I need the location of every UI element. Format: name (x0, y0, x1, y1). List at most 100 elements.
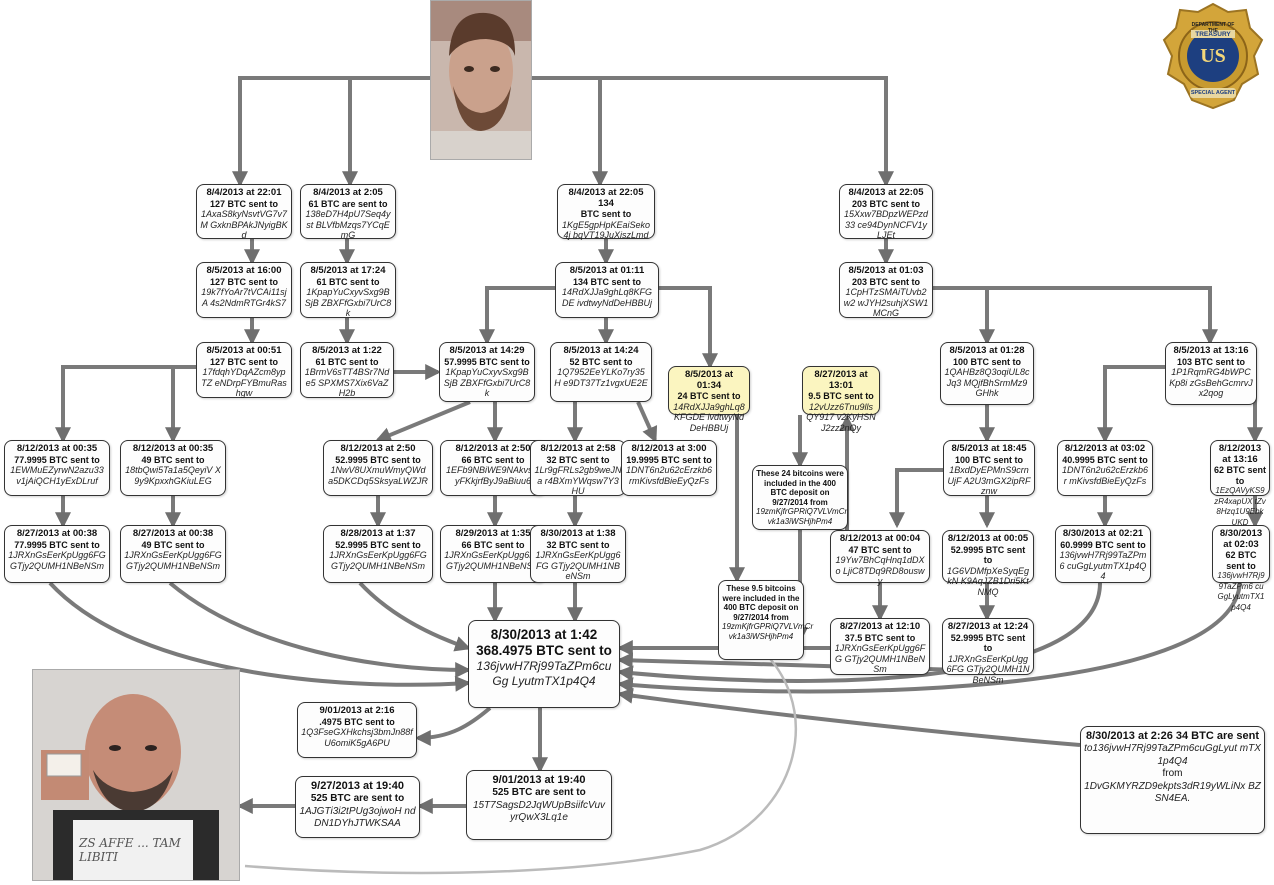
node-timestamp: 8/5/2013 at 00:51 (206, 345, 282, 356)
node-timestamp: 9/01/2013 at 2:16 (319, 705, 395, 716)
arrow-n26-hub (48, 581, 472, 692)
node-timestamp: 8/29/2013 at 1:35 (455, 528, 531, 539)
node-timestamp: 8/5/2013 at 01:03 (848, 265, 924, 276)
node-amount: 127 BTC sent to (209, 356, 278, 367)
node-amount: 203 BTC sent to (851, 276, 920, 287)
badge-text-us: US (1200, 45, 1226, 67)
node-amount: 525 BTC are sent to (310, 793, 405, 804)
node-address: to136jvwH7Rj99TaZPm6cuGgLyut mTX1p4Q4 (1084, 743, 1261, 767)
node-address: 1JRXnGsEerKpUgg6FG GTjy2QUMH1NBeNSm (946, 653, 1030, 685)
arrow-hub-n37 (414, 706, 492, 746)
node-address: 1CpHTzSMAiTUvb2w2 wJYH2suhjXSW1MCnG (843, 287, 929, 318)
deposit-note: These 24 bitcoins were included in the 4… (752, 465, 848, 530)
node-timestamp: 8/27/2013 at 00:38 (16, 528, 98, 539)
node-address: 1JRXnGsEerKpUgg6FG GTjy2QUMH1NBeNSm (535, 550, 621, 581)
node-amount: 134 BTC sent to (572, 276, 641, 287)
node-address: 136jvwH7Rj99TaZPm6 cuGgLyutmTX1p4Q4 (1059, 550, 1147, 581)
node-address: 1G6VDMfpXeSyqEgkN K9AqJZB1Dri5KtNMQ (946, 565, 1030, 597)
node-timestamp: 8/27/2013 at 12:10 (839, 621, 921, 632)
node-timestamp: 9/27/2013 at 19:40 (311, 780, 404, 792)
node-address: 1DvGKMYRZD9ekpts3dR19yWLiNx BZSN4EA. (1084, 780, 1261, 805)
node-address: 136jvwH7Rj99TaZPm6 cuGgLyutmTX1p4Q4 (1217, 571, 1265, 612)
node-amount: 49 BTC sent to (141, 454, 205, 465)
node-address: 1JRXnGsEerKpUgg6FG GTjy2QUMH1NBeNSm (834, 643, 926, 674)
node-timestamp: 8/4/2013 at 22:05 (848, 187, 924, 198)
node-amount: 19.9995 BTC sent to (626, 454, 712, 465)
node-amount: .4975 BTC sent to (319, 716, 395, 727)
node-address: 1JRXnGsEerKpUgg6FG GTjy2QUMH1NBeNSm (329, 550, 427, 571)
node-timestamp: 8/12/2013 at 2:58 (540, 443, 616, 454)
node-amount: 100 BTC sent to (952, 356, 1021, 367)
arrow-n34-hub (616, 582, 1242, 694)
node-amount: 61 BTC sent to (315, 356, 379, 367)
node-timestamp: 8/12/2013 at 00:04 (839, 533, 921, 544)
node-amount: 24 BTC sent to (677, 391, 741, 401)
node-address: 1DNT6n2u62cErzkb6 rmKivsfdBieEyQzFs (625, 465, 713, 486)
node-timestamp: 9/01/2013 at 19:40 (492, 774, 586, 786)
node-amount: 127 BTC sent to (209, 198, 278, 209)
node-timestamp: 8/12/2013 at 00:05 (947, 533, 1029, 544)
node-timestamp: 8/5/2013 at 16:00 (206, 265, 282, 276)
node-address: 1EzQAVyKS9zR4xapUX tZv8Hzq1U9EbkUKD (1214, 486, 1266, 527)
node-address: 1EWMuEZyrwN2azu33 v1jAiQCH1yExDLruf (10, 465, 104, 486)
node-amount: 40.9995 BTC sent to (1062, 454, 1148, 465)
node-timestamp: 8/27/2013 at 12:24 (947, 621, 1029, 632)
node-timestamp: 8/12/2013 at 2:50 (340, 443, 416, 454)
person-photo (430, 0, 532, 160)
node-amount: 52.9995 BTC sent to (950, 632, 1026, 654)
person-holding-card-photo: ZS AFFE ... TAM LIBITI (32, 669, 240, 881)
node-address: 14RdXJJa9ghLq8KFGDE ivdtwyNdDeHBBUj (561, 287, 653, 308)
node-address: 1NwV8UXmuWmyQWd a5DKCDq5SksyaLWZJR (328, 465, 428, 486)
node-address: 1Lr9gFRLs2gb9weJNa r4BXmYWqsw7Y3HU (534, 465, 622, 496)
node-amount: 52.9995 BTC sent to (335, 454, 421, 465)
node-address: 1EFb9NBiWE9NAkvs byFKkjrfByJ9aBiuu6 (445, 465, 541, 486)
arrow-n28-hub (358, 581, 472, 652)
arrow-side-hub (616, 687, 1081, 747)
node-amount: 62 BTC sent to (1214, 465, 1267, 486)
node-timestamp: 8/30/2013 at 2:26 34 BTC are sent (1085, 730, 1260, 742)
node-address: 1BxdDyEPMnS9crnUjF A2U3mGX2ipRFznw (947, 465, 1031, 496)
note-text: These 24 bitcoins were included in the 4… (756, 469, 844, 507)
node-timestamp: 8/5/2013 at 01:28 (949, 345, 1025, 356)
node-timestamp: 8/5/2013 at 01:34 (684, 369, 734, 391)
node-amount: 103 BTC sent to (1176, 356, 1245, 367)
node-amount: 100 BTC sent to (954, 454, 1023, 465)
badge-text-special-agent: SPECIAL AGENT (1190, 90, 1236, 96)
arrow-n7-n13 (650, 286, 718, 370)
node-address: 15T7SagsD2JqWUpBsiifcVuv yrQwX3Lq1e (472, 799, 606, 824)
node-timestamp: 8/12/2013 at 2:50 (455, 443, 531, 454)
node-address: 1JRXnGsEerKpUgg6FG GTjy2QUMH1NBeNSm (444, 550, 542, 571)
arrow-photo-n3 (530, 76, 608, 188)
node-amount: 77.9995 BTC sent to (14, 454, 100, 465)
node-amount: 60.9999 BTC sent to (1060, 539, 1146, 550)
from-label: from (1162, 768, 1183, 779)
treasury-special-agent-badge: DEPARTMENT OF THE TREASURY US SPECIAL AG… (1158, 0, 1268, 112)
node-address: 1Q7952EeYLKo7ry35H e9DT37Tz1vgxUE2E (554, 367, 648, 388)
node-timestamp: 8/30/2013 at 1:38 (540, 528, 616, 539)
note-address: 19zmKjfrGPRiQ7VLVmCr vk1a3iWSHjhPm4 (722, 622, 814, 641)
